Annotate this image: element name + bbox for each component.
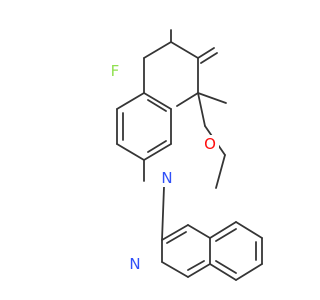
bond-ring-c-inner-1 [166,231,187,244]
bond-propyl-1 [197,92,206,127]
bond-ring-c-2 [187,224,211,239]
bond-carbonyl-2 [200,52,218,64]
bond-ring-c-4 [187,263,211,278]
bond-ring-c-1 [161,224,189,241]
label-backdrop-f [106,62,124,80]
bond-ring-d-1 [209,221,237,239]
bond-ring-b-2 [143,41,172,59]
bond-ring-d-5 [209,263,237,281]
bond-ring-d-inner-1 [215,228,237,242]
molecule-structure-diagram: F O N N [106,29,263,281]
atom-labels: F O N N [106,62,219,273]
bond-methyl [197,92,227,104]
bond-ring-d-inner-3 [215,260,237,274]
bond-ring-a-4 [116,143,145,161]
bond-carbonyl-1 [197,47,215,59]
bond-ring-c-inner-2 [187,260,205,271]
atom-label-n-quinoline: N [129,255,140,273]
bond-ring-b-3 [170,41,199,59]
bond-ring-a-1 [143,92,172,110]
atom-label-fluorine: F [111,62,120,80]
label-backdrop-n-amide [158,169,176,187]
bond-ring-a-6 [116,92,145,110]
bond-ring-d-2 [235,221,263,239]
label-backdrop-n-quinoline [126,255,144,273]
bond-ring-d-4 [235,263,263,281]
atom-label-n-amide: N [161,169,172,187]
atom-label-oxygen: O [204,135,216,153]
bond-ring-a-3 [143,143,172,161]
bond-ring-a-inner-2 [147,140,167,153]
bond-network [116,29,263,281]
label-backdrop-o [201,135,219,153]
bond-ring-b-5 [176,92,199,107]
bond-propyl-3 [215,154,226,189]
bond-n-quinoline [161,186,165,241]
bond-ring-a-inner-1 [147,99,167,112]
bond-ring-c-5 [161,261,189,278]
